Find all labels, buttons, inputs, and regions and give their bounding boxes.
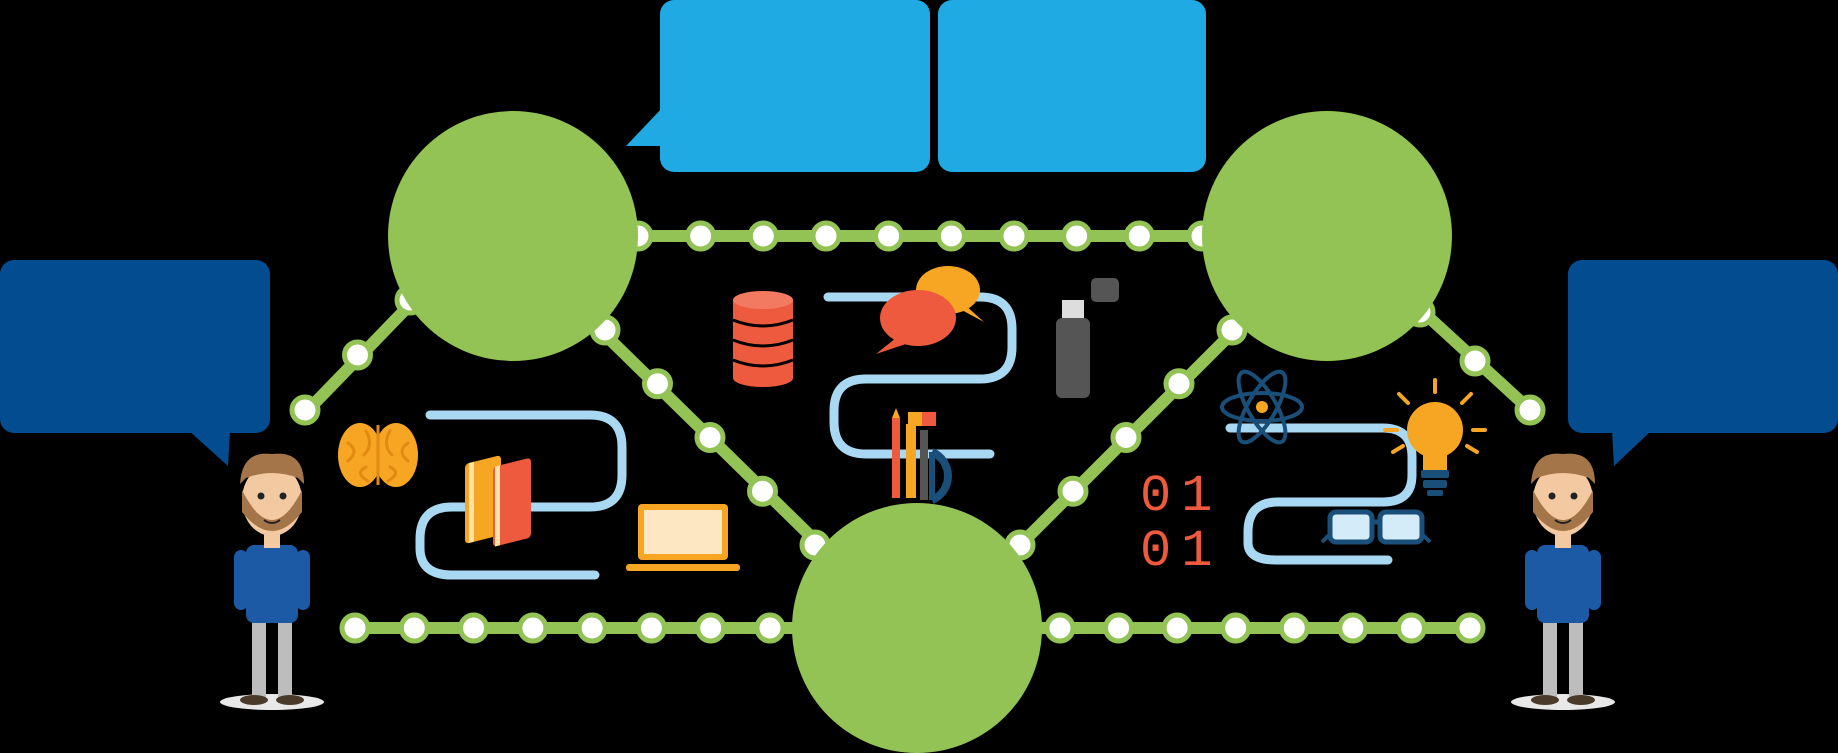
track-station	[685, 220, 717, 252]
person-left	[220, 453, 324, 710]
track-station	[935, 220, 967, 252]
person-shirt	[246, 545, 298, 623]
track-station	[1395, 612, 1427, 644]
track-station	[576, 612, 608, 644]
person-arm-left	[1525, 550, 1539, 610]
track-station	[754, 612, 786, 644]
track-station	[517, 612, 549, 644]
stationery-icon	[892, 408, 952, 504]
track-station	[1061, 220, 1093, 252]
person-neck	[264, 532, 280, 548]
person-shoe-left	[1531, 695, 1559, 705]
person-leg-left	[252, 618, 266, 698]
atom-icon	[1220, 369, 1304, 445]
chat-bubbles-icon	[876, 266, 984, 354]
person-eye-right	[1570, 492, 1578, 500]
binary-code-icon: 01 01	[1140, 467, 1222, 581]
bubble-top-left	[626, 0, 930, 172]
person-eye-right	[279, 492, 287, 500]
person-beard	[242, 490, 302, 531]
person-arm-right	[1587, 550, 1601, 610]
person-shadow	[1511, 694, 1615, 710]
person-eye-left	[257, 492, 265, 500]
track-station	[398, 612, 430, 644]
bubble-right-person	[1568, 260, 1838, 466]
track-station	[635, 612, 667, 644]
person-mouth	[263, 519, 281, 524]
binary-row-2: 01	[1140, 522, 1222, 581]
bubble-left-person	[0, 260, 270, 466]
track-station	[1163, 368, 1195, 400]
person-right	[1511, 453, 1615, 710]
person-leg-left	[1543, 618, 1557, 698]
person-hair	[1531, 453, 1595, 484]
person-eye-left	[1548, 492, 1556, 500]
track-station	[1278, 612, 1310, 644]
track-station	[1057, 475, 1089, 507]
person-beard	[1533, 490, 1593, 531]
track-station	[1514, 394, 1546, 426]
track-station	[695, 612, 727, 644]
hub-bottom-center	[792, 503, 1042, 753]
usb-drive-icon	[1056, 278, 1119, 398]
speech-bubbles	[0, 0, 1838, 466]
hub-circles	[388, 111, 1452, 753]
hub-top-right	[1202, 111, 1452, 361]
database-icon	[732, 291, 794, 387]
person-arm-right	[296, 550, 310, 610]
track-station	[339, 612, 371, 644]
person-shoe-right	[1567, 695, 1595, 705]
books-icon	[465, 455, 531, 547]
track-station	[1123, 220, 1155, 252]
path-ribbon-right	[1225, 423, 1417, 565]
track-station	[998, 220, 1030, 252]
track-station	[642, 368, 673, 400]
glasses-icon	[1320, 509, 1432, 545]
person-shoe-left	[240, 695, 268, 705]
track-station	[342, 339, 373, 371]
hub-top-left	[388, 111, 638, 361]
track-station	[1459, 345, 1491, 377]
person-hair	[240, 453, 304, 484]
track-station	[747, 475, 778, 507]
person-shirt	[1537, 545, 1589, 623]
person-leg-right	[278, 618, 292, 698]
track-station	[1044, 612, 1076, 644]
light-bulb-icon	[1383, 378, 1487, 496]
person-neck	[1555, 532, 1571, 548]
track-station	[1220, 612, 1252, 644]
bubble-top-right	[938, 0, 1206, 172]
path-ribbon-center	[823, 292, 1017, 459]
person-mouth	[1554, 519, 1572, 524]
person-leg-right	[1569, 618, 1583, 698]
person-arm-left	[234, 550, 248, 610]
track-station	[873, 220, 905, 252]
track-station	[1110, 422, 1142, 453]
brain-icon	[338, 423, 418, 487]
track-station	[694, 422, 726, 453]
track-stations	[289, 220, 1546, 644]
track-station	[1454, 612, 1486, 644]
track-station	[1337, 612, 1369, 644]
track-station	[1103, 612, 1135, 644]
track-station	[1161, 612, 1193, 644]
binary-row-1: 01	[1140, 467, 1222, 526]
track-station	[289, 394, 321, 426]
person-shadow	[220, 694, 324, 710]
laptop-icon	[626, 504, 740, 571]
person-shoe-right	[276, 695, 304, 705]
track-station	[458, 612, 490, 644]
track-station	[810, 220, 842, 252]
track-station	[747, 220, 779, 252]
